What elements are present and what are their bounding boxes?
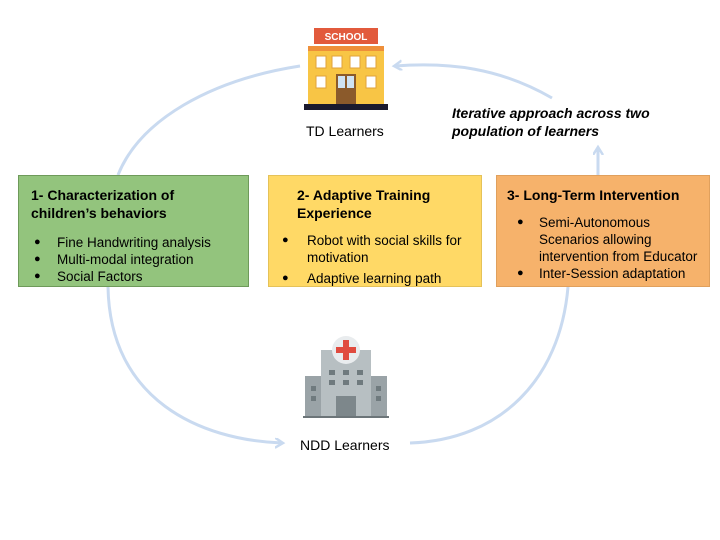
box-title: 2- Adaptive Training Experience xyxy=(297,187,431,221)
arrow-to-school xyxy=(395,65,553,100)
list-item: Fine Handwriting analysis xyxy=(31,234,240,251)
list-item: Multi-modal integration xyxy=(31,251,240,268)
iterative-approach-note: Iterative approach across two population… xyxy=(452,105,650,139)
arrow-ndd-to-intervention xyxy=(409,286,570,445)
arrow-to-ndd-learners xyxy=(106,286,282,443)
list-item: Inter-Session adaptation xyxy=(507,265,701,282)
arrow-school-to-characterization xyxy=(116,64,301,176)
list-item: Adaptive learning path xyxy=(279,270,473,287)
list-item: Social Factors xyxy=(31,268,240,285)
list-item: Semi-Autonomous Scenarios allowing inter… xyxy=(507,214,701,265)
box-list: Semi-Autonomous Scenarios allowing inter… xyxy=(507,214,701,282)
box-list: Robot with social skills for motivation … xyxy=(279,232,473,287)
td-learners-label: TD Learners xyxy=(306,123,384,139)
adaptive-training-box: 2- Adaptive Training Experience Robot wi… xyxy=(268,175,482,287)
box-title: 1- Characterization of children’s behavi… xyxy=(31,187,175,221)
long-term-intervention-box: 3- Long-Term Intervention Semi-Autonomou… xyxy=(496,175,710,287)
box-list: Fine Handwriting analysis Multi-modal in… xyxy=(31,234,240,285)
box-title: 3- Long-Term Intervention xyxy=(507,187,680,203)
characterization-box: 1- Characterization of children’s behavi… xyxy=(18,175,249,287)
list-item: Robot with social skills for motivation xyxy=(279,232,473,266)
ndd-learners-label: NDD Learners xyxy=(300,437,390,453)
hospital-building-icon xyxy=(303,336,389,418)
school-building-icon: SCHOOL xyxy=(304,28,388,110)
school-sign: SCHOOL xyxy=(325,32,368,43)
